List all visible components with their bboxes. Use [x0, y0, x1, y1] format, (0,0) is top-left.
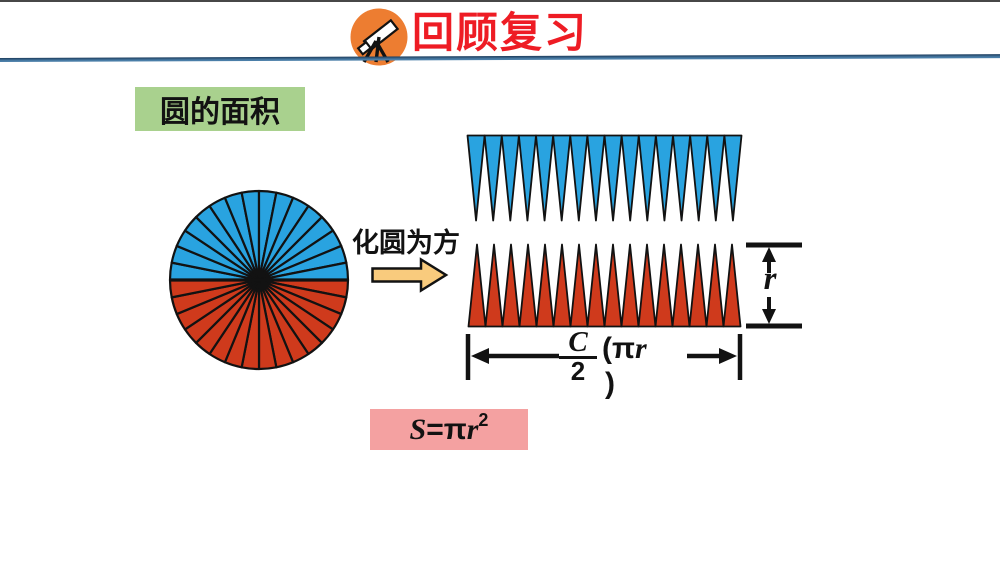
circle-sector-diagram — [168, 189, 350, 371]
transform-label: 化圆为方 — [352, 228, 460, 258]
top-border-line — [0, 0, 1000, 2]
formula-r: r — [466, 412, 479, 446]
formula-S: S — [409, 412, 427, 446]
right-block-arrow-icon — [371, 257, 449, 293]
wedge-strip-bottom — [467, 243, 742, 328]
width-dimension-arrow — [465, 334, 743, 380]
width-dimension-pi-r: (πr — [602, 333, 647, 365]
fraction-denominator: 2 — [570, 356, 586, 386]
topic-label: 圆的面积 — [160, 96, 280, 129]
pi-open: (π — [602, 332, 635, 365]
topic-label-box: 圆的面积 — [135, 87, 305, 131]
width-dimension-fraction: C 2 — [558, 326, 598, 386]
r-variable: r — [634, 332, 647, 365]
width-dimension-close-paren: ) — [605, 367, 615, 400]
header-divider — [0, 54, 1000, 62]
telescope-icon — [350, 8, 408, 66]
fraction-bar — [559, 356, 597, 359]
formula-equals-pi: =π — [426, 412, 467, 446]
fraction-numerator: C — [568, 326, 588, 358]
formula-exponent: 2 — [478, 410, 489, 430]
wedge-strip-top — [466, 134, 743, 222]
height-dimension-arrow — [746, 242, 802, 329]
height-dimension-label: r — [763, 261, 777, 297]
page-title: 回顾复习 — [412, 9, 589, 56]
